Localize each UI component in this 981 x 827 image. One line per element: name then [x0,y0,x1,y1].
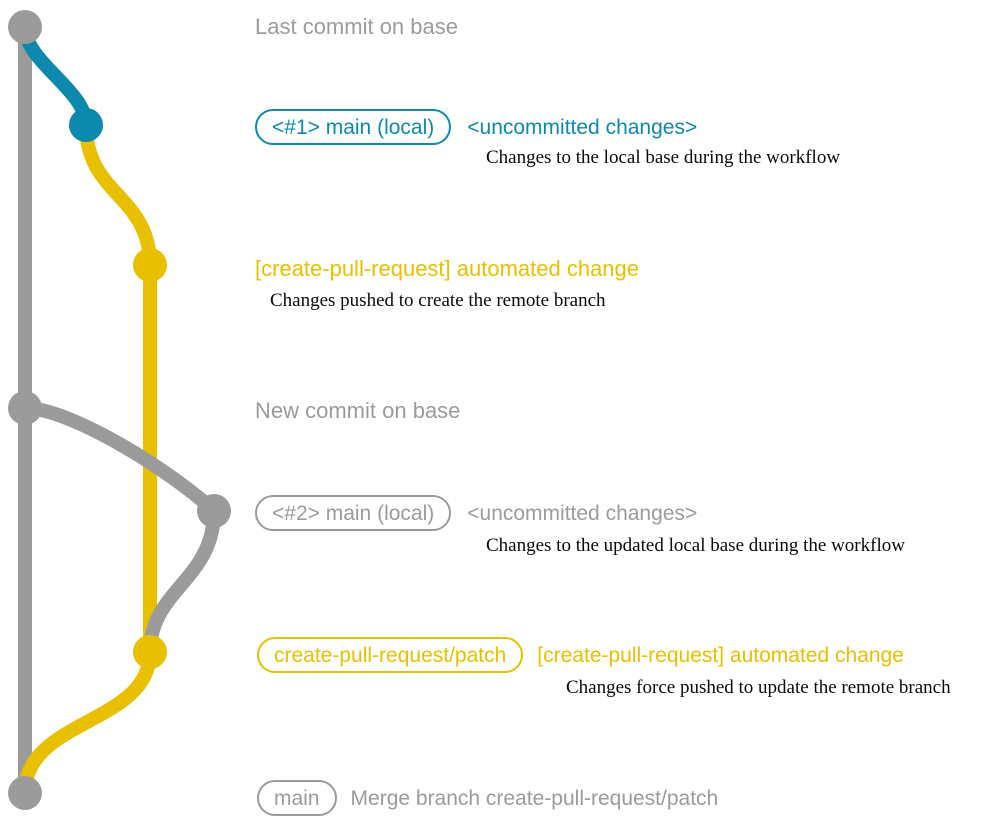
edge-base2-to-local2 [18,401,221,518]
commit-subject-uncommitted-1: <uncommitted changes> [467,115,698,139]
commit-description-automated-change-1: Changes pushed to create the remote bran… [270,290,606,311]
commit-subject-new-commit-on-base: New commit on base [255,398,461,423]
branch-pill-main[interactable]: main [257,780,337,816]
branch-pill-main-local-2[interactable]: <#2> main (local) [255,495,452,531]
commit-subject-automated-change-2: [create-pull-request] automated change [537,643,904,667]
commit-row-new-commit-on-base: New commit on base [255,396,460,426]
edge-local1-to-patch1 [79,118,157,272]
commit-row-automated-change-1: [create-pull-request] automated change [255,254,639,284]
commit-node-merge[interactable] [8,776,42,810]
commit-row-uncommitted-2: <#2> main (local) <uncommitted changes> [255,495,697,531]
edge-local2-to-patch2 [143,504,221,659]
commit-node-local-1[interactable] [69,108,103,142]
branch-pill-create-pull-request-patch[interactable]: create-pull-request/patch [257,637,524,673]
commit-node-base-2[interactable] [8,391,42,425]
commit-row-uncommitted-1: <#1> main (local) <uncommitted changes> [255,109,697,145]
commit-row-last-commit-on-base: Last commit on base [255,12,458,42]
commit-row-merge-commit: main Merge branch create-pull-request/pa… [257,780,718,816]
commit-subject-merge-commit: Merge branch create-pull-request/patch [350,786,719,810]
commit-row-automated-change-2: create-pull-request/patch [create-pull-r… [257,637,904,673]
branch-pill-main-local-1[interactable]: <#1> main (local) [255,109,452,145]
commit-description-automated-change-2: Changes force pushed to update the remot… [566,677,951,698]
commit-node-base-1[interactable] [8,10,42,44]
commit-node-patch-2[interactable] [133,635,167,669]
commit-subject-uncommitted-2: <uncommitted changes> [467,501,698,525]
commit-node-patch-1[interactable] [133,248,167,282]
edge-patch2-to-merge [18,645,157,800]
commit-node-local-2[interactable] [197,494,231,528]
commit-subject-last-commit-on-base: Last commit on base [255,14,458,39]
commit-description-uncommitted-1: Changes to the local base during the wor… [486,147,841,168]
commit-description-uncommitted-2: Changes to the updated local base during… [486,535,905,556]
commit-subject-automated-change-1: [create-pull-request] automated change [255,256,640,281]
